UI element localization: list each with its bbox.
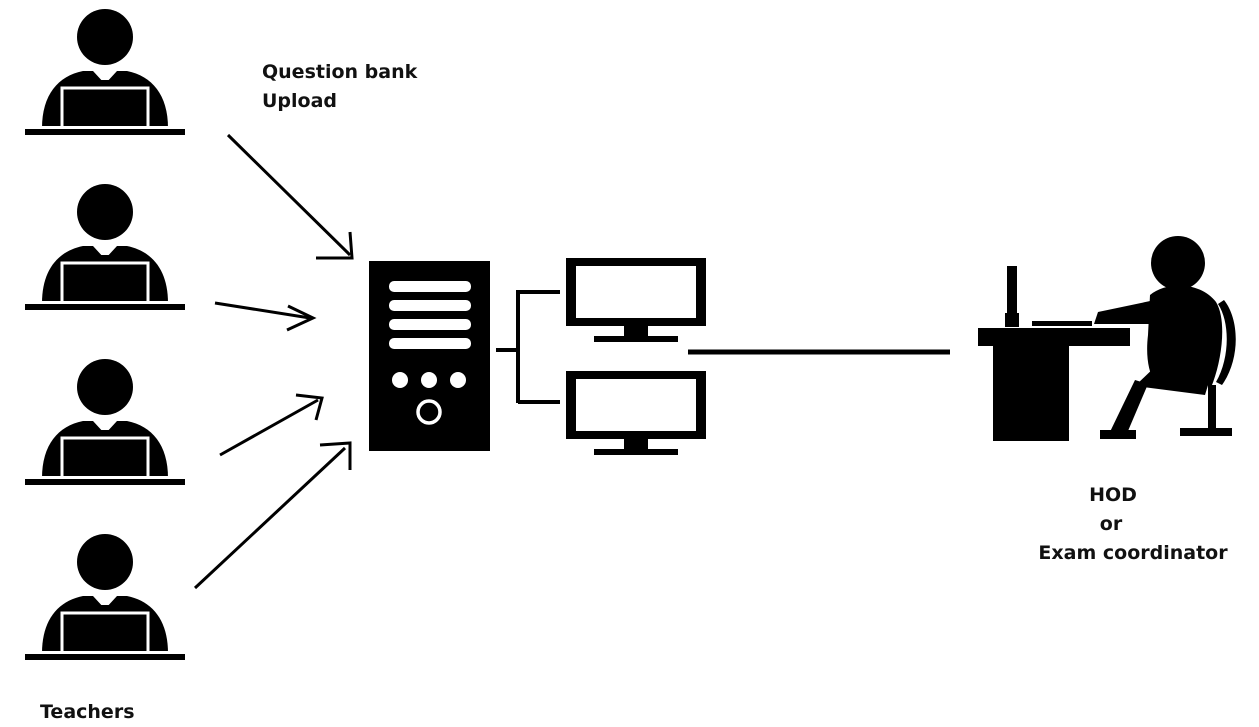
coordinator-label-line-3: Exam coordinator [1038,542,1228,564]
question-bank-upload-label: Question bank Upload [262,58,417,116]
teacher-4-icon [23,532,187,662]
teacher-1-icon [23,7,187,137]
coordinator-label-line-2: or [1099,513,1123,535]
monitor-bottom-icon [566,371,706,455]
upload-arrow-4 [193,441,352,590]
teachers-label: Teachers [40,701,135,723]
teacher-3-icon [23,357,187,487]
server-monitor-connector [496,290,560,404]
coordinator-at-desk-icon [978,236,1236,441]
server-tower-icon [369,261,490,451]
upload-arrow-3 [219,393,324,457]
coordinator-label: HOD or Exam coordinator [1018,481,1248,568]
teacher-2-icon [23,182,187,312]
upload-label-line-2: Upload [262,90,338,112]
upload-arrow-1 [226,133,354,260]
upload-label-line-1: Question bank [262,61,418,83]
monitor-top-icon [566,258,706,342]
upload-arrow-2 [214,301,317,332]
coordinator-label-line-1: HOD [1089,484,1137,506]
